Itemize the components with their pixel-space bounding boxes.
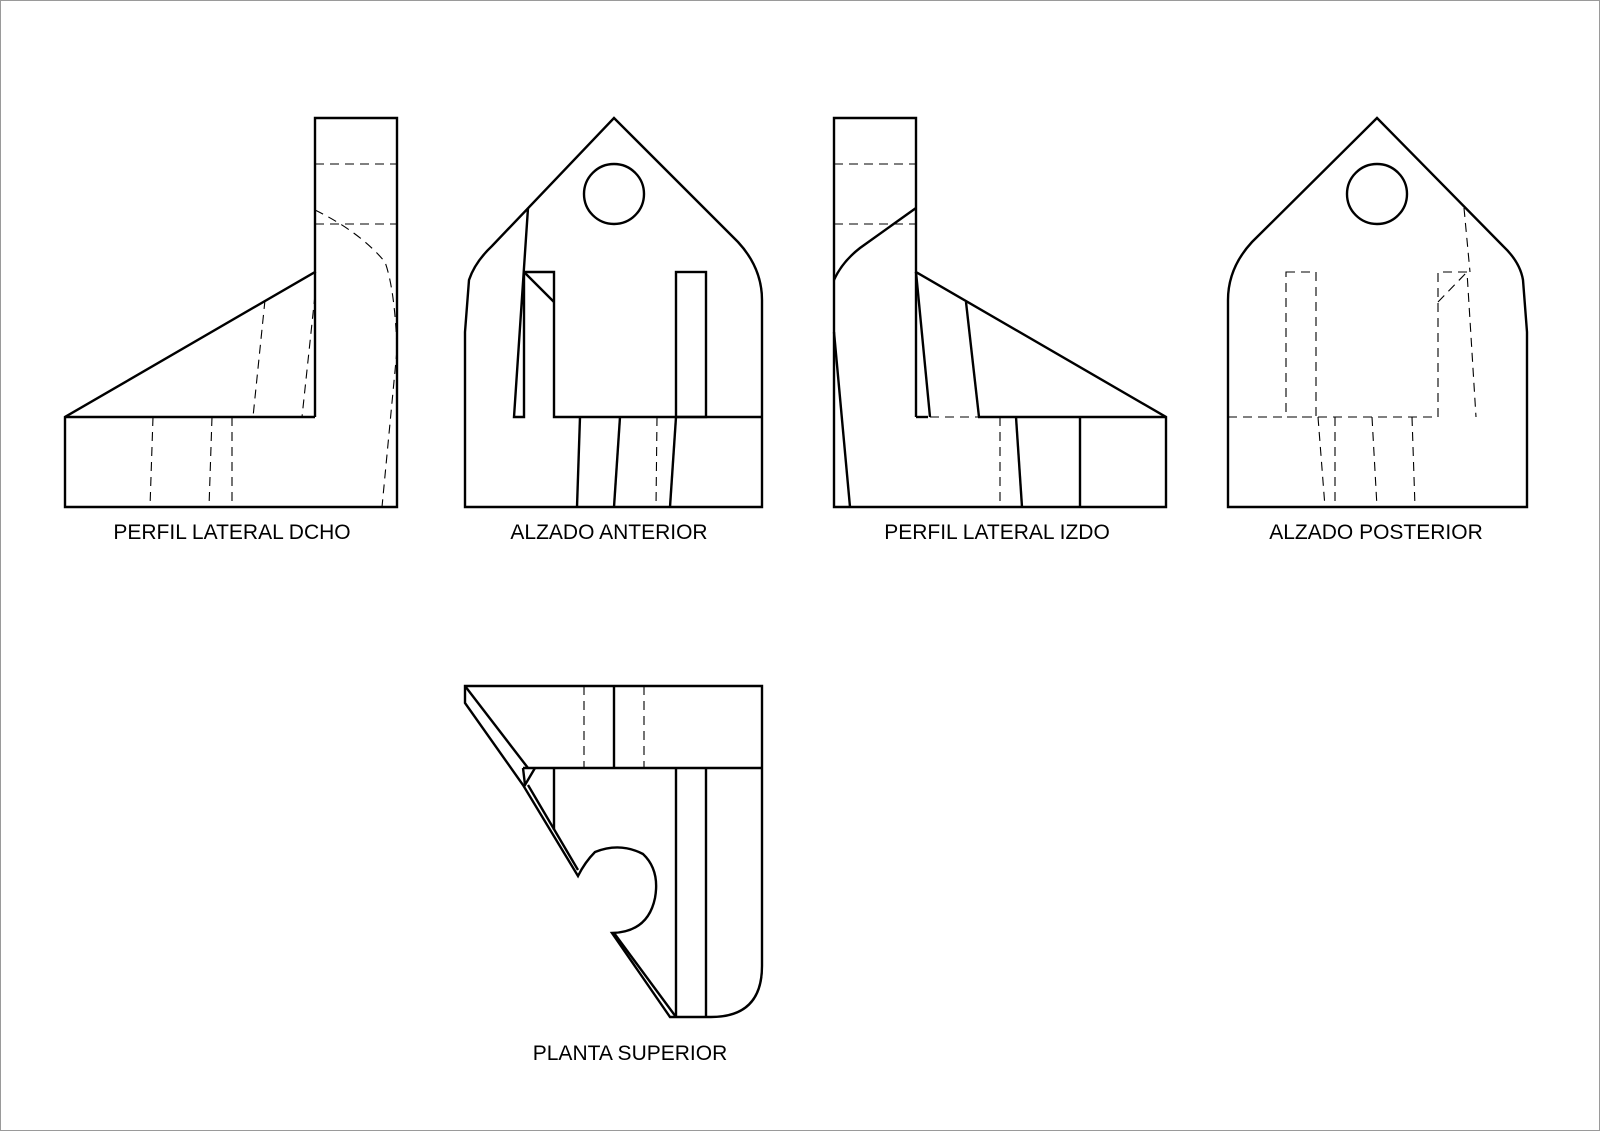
rear-elevation-hole [1345, 162, 1409, 226]
front-elevation-hole [582, 162, 646, 226]
left-profile-edge [914, 271, 932, 418]
front-elevation-edge [612, 416, 622, 508]
top-plan-edge [613, 932, 677, 1018]
left-profile-view: PERFIL LATERAL IZDO [832, 116, 1168, 544]
top-plan-edge [526, 784, 580, 871]
front-elevation-outline [463, 116, 764, 509]
top-plan-caption: PLANTA SUPERIOR [533, 1042, 728, 1065]
front-elevation-slot [524, 270, 762, 419]
front-elevation-caption: ALZADO ANTERIOR [510, 521, 707, 544]
front-elevation-upright [674, 270, 708, 419]
rear-elevation-view: ALZADO POSTERIOR [1226, 116, 1529, 544]
right-profile-hidden-line [149, 416, 154, 508]
front-elevation-rib [512, 207, 530, 419]
front-elevation-edge [575, 416, 582, 508]
right-profile-hidden-line [301, 294, 316, 418]
right-profile-hidden-curve [314, 209, 398, 351]
rear-elevation-hidden-line [1411, 416, 1416, 508]
front-elevation-view: ALZADO ANTERIOR [463, 116, 764, 544]
rear-elevation-caption: ALZADO POSTERIOR [1269, 521, 1483, 544]
top-plan-outline [463, 684, 764, 1019]
rear-elevation-hidden-line [1437, 271, 1468, 303]
rear-elevation-hidden-slot [1285, 271, 1317, 418]
front-elevation-chamfer [523, 271, 555, 303]
right-profile-outline [63, 116, 399, 509]
rear-elevation-hidden-outline [1228, 271, 1477, 418]
left-profile-caption: PERFIL LATERAL IZDO [884, 521, 1110, 544]
left-profile-edge [964, 301, 981, 418]
right-profile-hidden-line [252, 299, 266, 418]
top-plan-view: PLANTA SUPERIOR [463, 684, 764, 1065]
rear-elevation-hidden-line [1317, 416, 1326, 508]
left-profile-edge [1014, 416, 1024, 508]
right-profile-view: PERFIL LATERAL DCHO [63, 116, 399, 544]
front-elevation-edge [668, 416, 678, 508]
front-elevation-hidden-line [655, 416, 658, 508]
rear-elevation-hidden-line [1371, 416, 1378, 508]
left-profile-edge [832, 331, 852, 508]
rear-elevation-outline [1226, 116, 1529, 509]
rear-elevation-hidden-line [1463, 207, 1471, 273]
left-profile-curve [832, 207, 917, 281]
top-plan-edge [464, 685, 529, 769]
right-profile-hidden-line [208, 416, 213, 508]
right-profile-hidden-line [381, 349, 398, 508]
right-profile-caption: PERFIL LATERAL DCHO [113, 521, 350, 544]
top-plan-step [521, 767, 537, 789]
